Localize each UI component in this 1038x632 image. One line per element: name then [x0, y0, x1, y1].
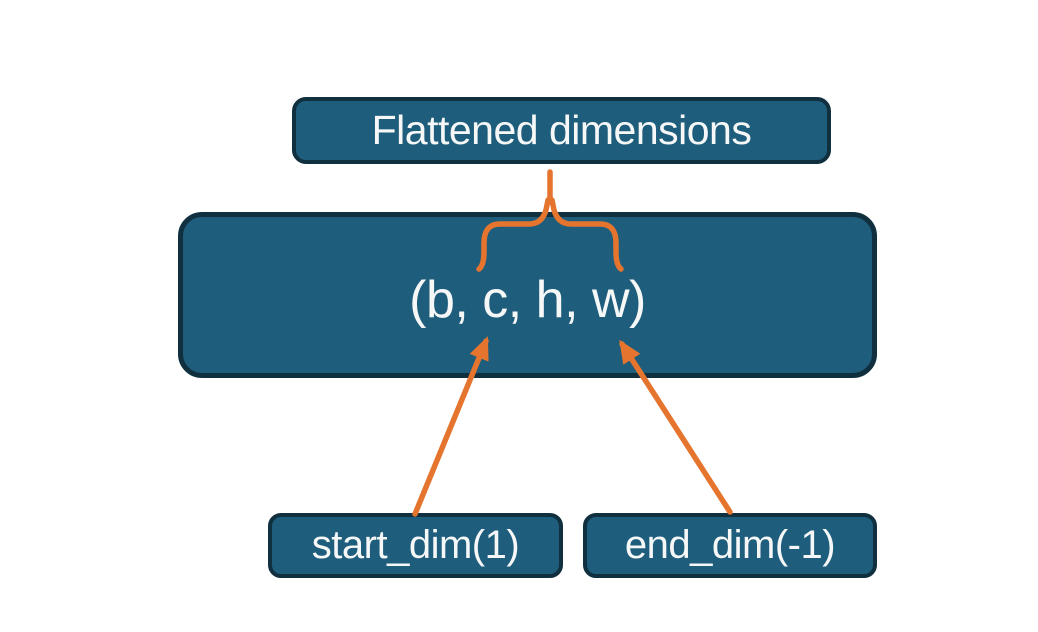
flattened-dimensions-node: Flattened dimensions — [292, 97, 831, 164]
tensor-shape-node: (b, c, h, w) — [178, 212, 877, 378]
tensor-shape-label: (b, c, h, w) — [409, 271, 646, 329]
end-dim-node: end_dim(-1) — [583, 513, 877, 578]
start-dim-node: start_dim(1) — [268, 513, 563, 578]
end-dim-label: end_dim(-1) — [624, 523, 836, 567]
start-dim-label: start_dim(1) — [311, 523, 520, 567]
flattened-dimensions-label: Flattened dimensions — [371, 107, 752, 153]
